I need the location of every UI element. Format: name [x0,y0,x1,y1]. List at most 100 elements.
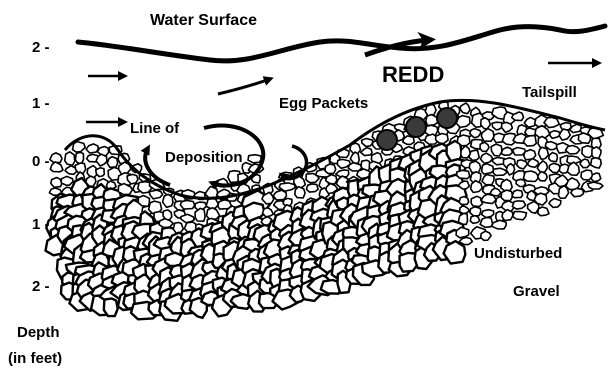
gravel-stone [86,176,96,186]
depth-tick: 0 - [32,153,50,170]
gravel-stone [195,208,205,221]
gravel-stone [481,231,491,240]
gravel-stone [480,218,493,228]
gravel-stone [163,194,173,207]
gravel-stone [205,186,218,198]
gravel-stone [50,153,62,163]
gravel-stone [482,175,494,185]
gravel-stone [502,210,513,221]
gravel-stone [544,117,559,127]
gravel-stone [104,299,118,317]
gravel-stone [180,200,194,209]
gravel-stone [591,158,602,169]
gravel-stone [96,154,107,166]
gravel-stone [457,170,470,178]
gravel-stone [75,152,83,164]
gravel-stone [513,212,527,220]
gravel-stone [248,155,261,163]
gravel-stone [456,116,470,128]
egg-packet-icon [437,108,457,128]
gravel-stone [457,135,470,146]
egg-packet-icon [377,130,397,150]
redd-label: REDD [382,62,444,87]
gravel-stone [65,152,75,166]
gravel-stone [523,136,536,147]
gravel-stone [566,146,580,155]
gravel-stone [588,182,603,189]
gravel-stone [279,183,295,191]
depth-units-label: (in feet) [8,350,62,367]
gravel-stone [517,160,528,169]
gravel-stone [469,161,480,172]
gravel-stone [501,190,513,201]
line-of-label: Line of [130,120,180,137]
gravel-stone [539,147,549,159]
gravel-stone [470,216,479,224]
gravel-stone [591,173,601,182]
gravel-stone [512,190,523,198]
egg-packet-icon [406,117,426,137]
gravel-stone [512,201,525,209]
gravel-stone [458,213,467,224]
gravel-stone [460,103,470,114]
depth-label: Depth [17,324,60,341]
gravel-stone [61,176,73,185]
gravel-stone [501,147,512,155]
gravel-stone [538,172,547,181]
gravel-stone [559,129,570,140]
deposition-label: Deposition [165,149,243,166]
gravel-stone [481,129,494,142]
gravel-stone [580,159,590,168]
gravel-stone [550,131,561,139]
gravel-stone [571,188,584,196]
gravel-stone [107,157,117,168]
gravel-stone [86,144,98,153]
gravel-stone [516,179,526,186]
gravel-stone [362,139,373,147]
gravel-stone [492,220,506,229]
gravel-stone [470,207,481,216]
gravel-stone [325,164,336,173]
gravel-stone [524,150,536,160]
gravel-stone [482,164,494,174]
gravel-stone [326,175,337,185]
gravel-stone [96,168,105,177]
undisturbed-label: Undisturbed [474,245,562,262]
gravel-stone [295,187,305,198]
depth-scale: 2 - 1 - 0 - 1 - 2 - [32,39,50,295]
gravel-stone [50,162,63,172]
gravel-stone [469,150,479,160]
flow-arrow-icon [218,79,270,94]
water-surface-label: Water Surface [150,12,257,29]
gravel-stone [263,208,274,217]
depth-tick: 2 - [32,39,50,56]
gravel-stone [127,174,138,184]
gravel-stone [350,152,359,163]
gravel-stone [501,179,513,190]
gravel-stone [159,219,173,228]
gravel-stone [207,208,220,220]
gravel-stone [549,153,558,162]
gravel-stone [480,142,489,151]
gravel-stone [138,196,149,207]
gravel-stone [512,112,524,121]
depth-tick: 1 - [32,216,50,233]
egg-packets-label: Egg Packets [279,95,368,112]
gravel-stone [502,122,513,132]
gravel-stone [538,207,549,216]
gravel-stone [549,199,561,208]
gravel-label: Gravel [513,283,560,300]
gravel-stone [523,171,539,182]
gravel-stone [493,168,507,175]
water-surface-line [78,26,605,61]
gravel-stone [471,181,483,193]
depth-tick: 2 - [32,278,50,295]
tailspill-label: Tailspill [522,84,577,101]
gravel-stone [444,241,466,264]
gravel-stone [481,118,491,129]
gravel-stone [456,227,469,238]
gravel-stone [307,184,319,192]
gravel-stone [481,153,493,163]
